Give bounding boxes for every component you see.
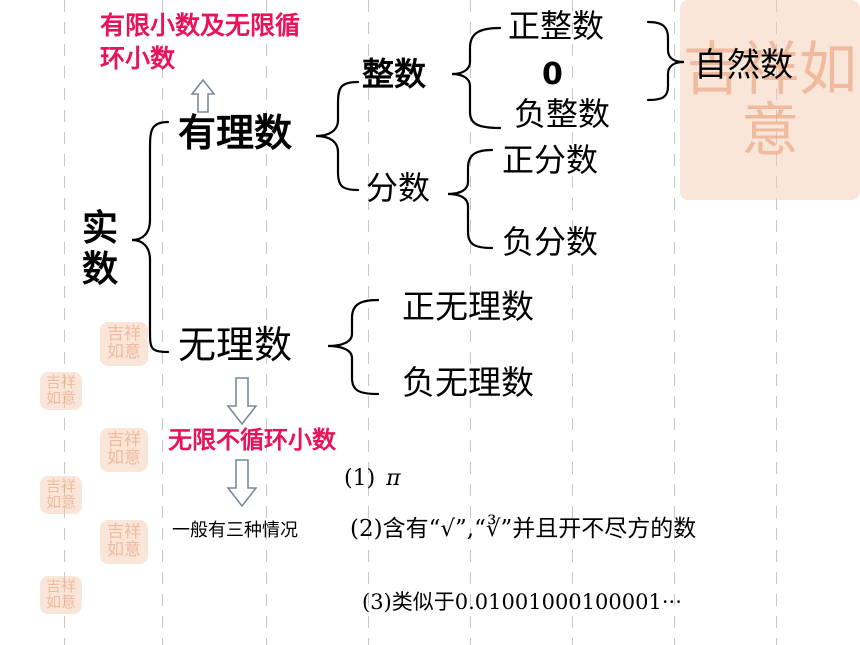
watermark-text: 吉祥如意 [107,522,141,560]
case-text: 类似于0.01001000100001··· [391,590,682,614]
watermark-text: 吉祥如意 [45,477,76,511]
watermark-seal-small: 吉祥如意 [100,428,148,472]
watermark-seal-small: 吉祥如意 [40,476,82,514]
background-guide-line [64,0,65,645]
watermark-text: 吉祥如意 [682,35,857,164]
watermark-seal-small: 吉祥如意 [100,520,148,564]
node-rational: 有理数 [178,111,293,155]
case-text: π [386,466,401,491]
rational-note: 有限小数及无限循环小数 [100,11,301,73]
node-negative-fraction: 负分数 [502,223,599,261]
watermark-text: 吉祥如意 [45,373,76,407]
node-zero: 0 [542,57,563,92]
watermark-seal-small: 吉祥如意 [40,576,82,614]
watermark-text: 吉祥如意 [107,430,141,468]
node-positive-integer: 正整数 [508,7,605,45]
node-positive-fraction: 正分数 [502,141,599,179]
background-guide-line [470,0,471,645]
node-negative-integer: 负整数 [514,95,611,133]
arrow-up-outline [190,78,216,113]
case-text: 含有“√”,“∛”并且开不尽方的数 [382,516,697,542]
brace-fraction [447,148,494,250]
node-integer: 整数 [362,55,427,93]
node-real-numbers: 实数 [82,208,119,291]
case-marker: (3) [362,590,392,614]
cases-intro: 一般有三种情况 [172,520,298,541]
case-item-1: (1) π [344,468,401,490]
case-item-3: (3)类似于0.01001000100001··· [362,592,682,613]
arrow-down-outline [226,459,258,508]
background-guide-line [266,0,267,645]
node-positive-irrational: 正无理数 [402,287,534,326]
watermark-text: 吉祥如意 [45,577,76,611]
brace-integer [451,26,502,130]
watermark-seal-small: 吉祥如意 [100,322,148,366]
background-guide-line [162,0,163,645]
brace-rational [315,80,360,192]
case-marker: (2) [350,516,383,542]
case-marker: (1) [344,466,376,491]
brace-irrational [327,298,380,396]
node-fraction: 分数 [366,169,431,207]
background-guide-line [368,0,369,645]
case-item-2: (2)含有“√”,“∛”并且开不尽方的数 [350,518,696,541]
irrational-note: 无限不循环小数 [168,426,336,454]
node-irrational: 无理数 [178,323,293,367]
arrow-down-outline [226,377,258,426]
background-guide-line [776,0,777,645]
watermark-seal-small: 吉祥如意 [40,372,82,410]
background-guide-line [572,0,573,645]
node-negative-irrational: 负无理数 [402,363,534,402]
node-natural-numbers: 自然数 [694,45,793,84]
brace-natural-numbers [646,20,685,102]
watermark-text: 吉祥如意 [107,324,141,362]
background-guide-line [674,0,675,645]
brace-real-numbers [131,120,170,354]
watermark-seal-large: 吉祥如意 [680,0,860,200]
